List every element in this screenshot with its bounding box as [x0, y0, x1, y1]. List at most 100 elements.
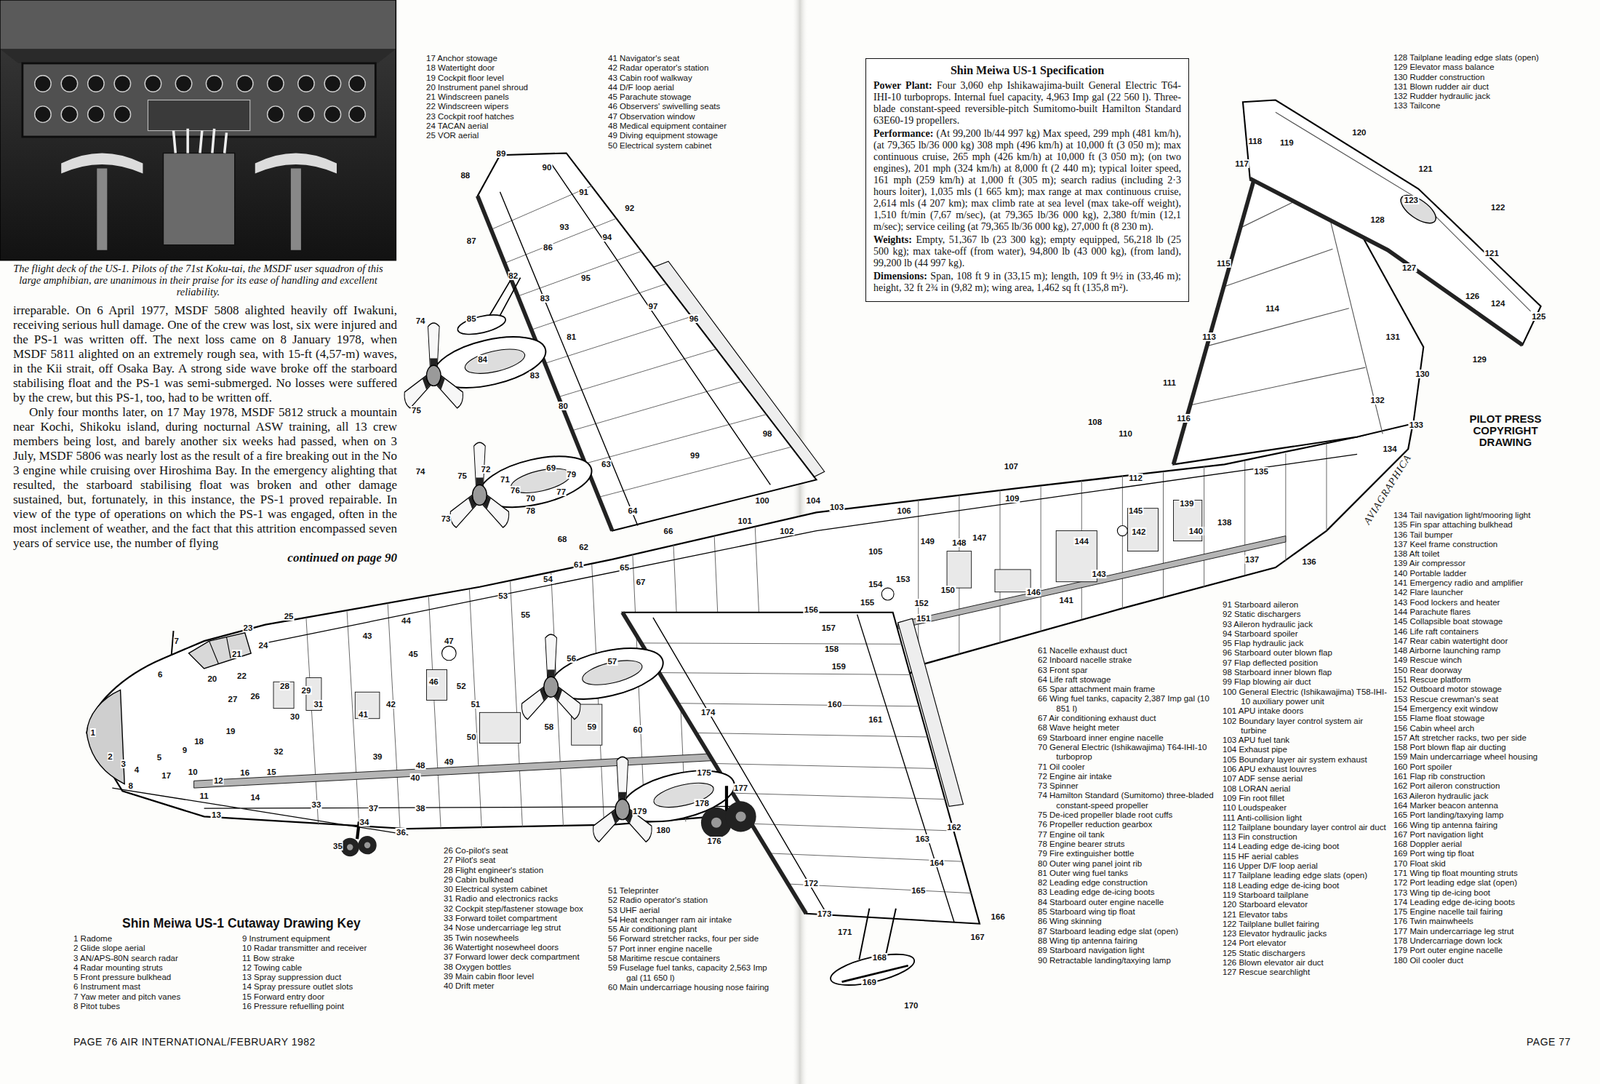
key-entry: 64 Life raft stowage — [1037, 674, 1220, 685]
key-entry: 123 Elevator hydraulic jacks — [1222, 928, 1389, 939]
key-entry: 132 Rudder hydraulic jack — [1393, 91, 1590, 102]
key-entry: 176 Twin mainwheels — [1393, 916, 1592, 926]
key-entry: 37 Forward lower deck compartment — [443, 952, 604, 962]
callout-number: 49 — [443, 757, 455, 766]
key-entry: 46 Observers' swivelling seats — [608, 101, 783, 112]
callout-number: 59 — [586, 722, 598, 731]
callout-number: 125 — [1530, 312, 1547, 321]
key-entry: 77 Engine oil tank — [1037, 829, 1220, 840]
callout-number: 48 — [415, 760, 427, 770]
cockpit-photo — [298, 75, 315, 92]
landing-gear — [341, 837, 360, 856]
key-entry: 94 Starboard spoiler — [1222, 629, 1389, 639]
starboard-engines — [402, 322, 598, 529]
key-entry: 44 D/F loop aerial — [608, 82, 783, 93]
callout-number: 88 — [459, 170, 471, 180]
callout-number: 73 — [440, 514, 452, 523]
port-engines — [591, 756, 654, 843]
callout-number: 64 — [626, 506, 638, 515]
key-entry: 149 Rescue winch — [1393, 655, 1592, 665]
key-entry: 137 Keel frame construction — [1393, 539, 1592, 550]
callout-number: 133 — [1408, 420, 1424, 430]
key-entry: 12 Towing cable — [242, 962, 417, 973]
callout-number: 35 — [332, 841, 344, 851]
tailplane — [1250, 178, 1523, 346]
callout-number: 17 — [160, 770, 172, 780]
key-entry: 155 Flame float stowage — [1393, 713, 1592, 723]
callout-number: 75 — [456, 471, 468, 480]
cockpit-photo — [349, 75, 366, 92]
key-entry: 162 Port aileron construction — [1393, 781, 1592, 791]
fuselage — [1127, 508, 1158, 552]
key-entry: 145 Collapsible boat stowage — [1393, 616, 1592, 627]
callout-number: 111 — [1162, 378, 1177, 387]
key-column: 61 Nacelle exhaust duct62 Inboard nacell… — [1037, 645, 1220, 966]
callout-number: 130 — [1414, 369, 1430, 379]
callout-number: 108 — [1087, 417, 1103, 427]
key-entry: 52 Radio operator's station — [608, 895, 776, 905]
callout-number: 104 — [805, 496, 822, 505]
callout-number: 141 — [1058, 595, 1075, 605]
key-entry: 27 Pilot's seat — [443, 855, 604, 865]
key-entry: 124 Port elevator — [1222, 938, 1389, 948]
key-entry: 35 Twin nosewheels — [443, 933, 604, 943]
key-entry: 115 HF aerial cables — [1222, 851, 1389, 862]
port-engines — [580, 655, 645, 689]
starboard-wing — [488, 277, 521, 319]
key-entry: 10 Radar transmitter and receiver — [242, 943, 417, 953]
key-entry: 57 Port inner engine nacelle — [608, 944, 776, 954]
callout-number: 93 — [558, 222, 570, 232]
callout-number: 177 — [733, 783, 749, 792]
callout-number: 95 — [580, 273, 592, 283]
callout-number: 36 — [395, 827, 407, 837]
callout-number: 66 — [663, 526, 675, 536]
key-entry: 26 Co-pilot's seat — [443, 845, 604, 856]
callout-number: 117 — [1234, 159, 1250, 168]
key-entry: 136 Tail bumper — [1393, 530, 1592, 540]
callout-number: 122 — [1490, 202, 1506, 212]
tailplane — [1396, 189, 1440, 229]
key-entry: 43 Cabin roof walkway — [608, 73, 783, 83]
key-entry: 102 Boundary layer control system air tu… — [1222, 716, 1389, 736]
callout-number: 98 — [762, 429, 774, 438]
callout-number: 83 — [529, 370, 541, 380]
callout-number: 75 — [410, 405, 422, 415]
callout-number: 120 — [1351, 128, 1367, 137]
key-entry: 152 Outboard motor stowage — [1393, 684, 1592, 694]
cockpit-photo — [267, 75, 284, 92]
callout-number: 72 — [480, 464, 491, 474]
port-wing — [653, 614, 955, 922]
key-entry: 171 Wing tip float mounting struts — [1393, 868, 1592, 878]
callout-number: 57 — [606, 656, 618, 666]
callout-number: 134 — [1381, 444, 1398, 454]
key-entry: 8 Pitot tubes — [73, 1001, 238, 1011]
callout-number: 147 — [971, 533, 987, 542]
callout-number: 74 — [415, 316, 427, 326]
callout-number: 103 — [829, 502, 845, 512]
key-entry: 56 Forward stretcher racks, four per sid… — [608, 933, 776, 944]
callout-number: 179 — [632, 806, 648, 816]
callout-number: 23 — [242, 623, 254, 632]
key-entry: 153 Rescue crewman's seat — [1393, 694, 1592, 704]
callout-number: 20 — [206, 674, 218, 683]
callout-number: 16 — [239, 768, 251, 777]
landing-gear — [736, 810, 747, 822]
key-entry: 159 Main undercarriage wheel housing — [1393, 752, 1592, 762]
key-entry: 130 Rudder construction — [1393, 72, 1590, 83]
callout-number: 47 — [443, 636, 455, 646]
fuselage — [426, 669, 447, 700]
key-entry: 147 Rear cabin watertight door — [1393, 636, 1592, 646]
spec-box: Shin Meiwa US-1 SpecificationPower Plant… — [865, 58, 1190, 302]
key-entry: 116 Upper D/F loop aerial — [1222, 861, 1389, 871]
callout-number: 172 — [803, 878, 819, 888]
callout-number: 129 — [1472, 354, 1488, 364]
callout-number: 79 — [565, 469, 577, 479]
key-entry: 55 Air conditioning plant — [608, 924, 776, 934]
callout-number: 77 — [555, 487, 567, 496]
callout-number: 32 — [273, 746, 285, 756]
callout-number: 174 — [700, 707, 716, 717]
fuselage — [354, 691, 380, 718]
key-entry: 45 Parachute stowage — [608, 92, 783, 102]
key-entry: 7 Yaw meter and pitch vanes — [73, 992, 238, 1002]
callout-number: 101 — [737, 516, 753, 526]
